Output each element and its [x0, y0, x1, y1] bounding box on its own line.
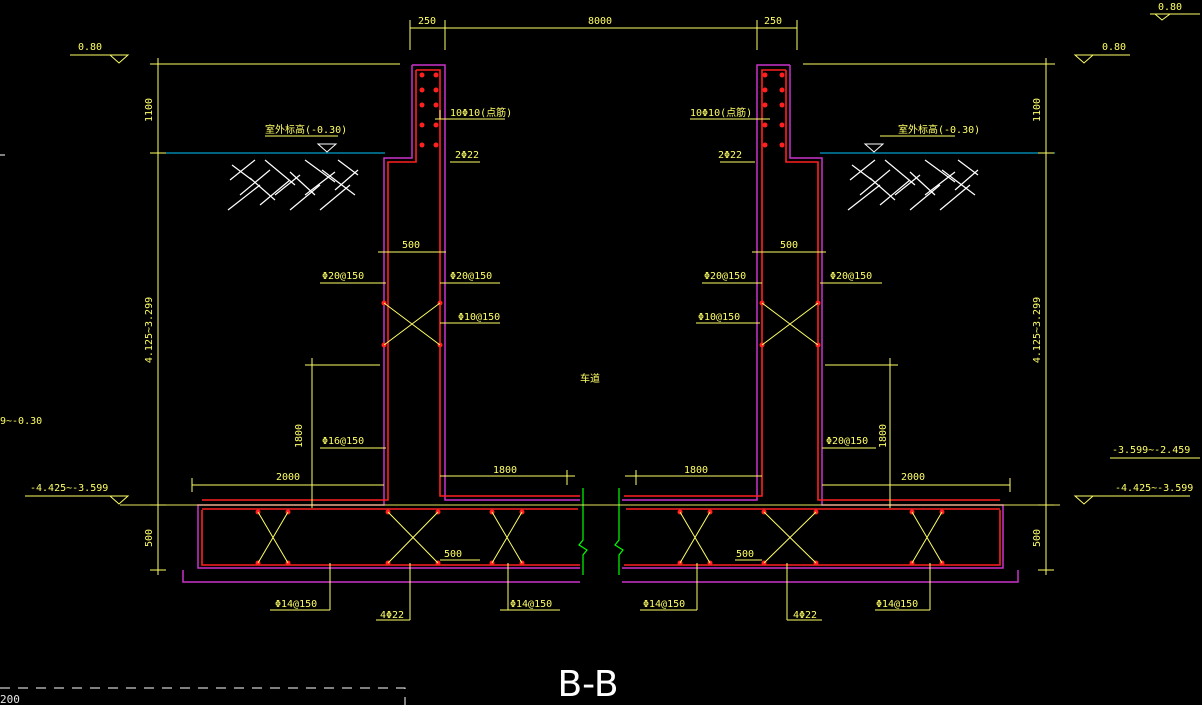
center-lane-label: 车道 [580, 372, 600, 385]
left-soil-hatch [227, 159, 359, 211]
dim-right-wall-range: 4.125~3.299 [1032, 297, 1043, 363]
rebar-left-parapet: 10Φ10(点筋) [450, 106, 512, 119]
right-soil-hatch [847, 159, 979, 211]
rebar-right-outer: Φ20@150 [830, 271, 872, 282]
elev-bottom-left-edge: 200 [0, 693, 20, 705]
rebar-right-corner: 4Φ22 [793, 610, 817, 621]
dim-right-parapet: 1100 [1032, 98, 1043, 122]
dim-right-toe: 1800 [684, 465, 708, 476]
elev-left-base: -4.425~-3.599 [30, 483, 108, 494]
rebar-lines [201, 69, 1001, 566]
elev-top-left: 0.80 [78, 42, 102, 53]
elev-top-right: 0.80 [1102, 42, 1126, 53]
rebar-left-outer: Φ20@150 [322, 271, 364, 282]
elev-left-edge: 9~-0.30 [0, 416, 42, 427]
dim-left-toe: 1800 [493, 465, 517, 476]
dim-top-span: 8000 [588, 16, 612, 27]
dimension-lines [25, 13, 1200, 621]
rebar-right-tie: Φ10@150 [698, 312, 740, 323]
dim-right-wall-width: 500 [780, 240, 798, 251]
rebar-right-parapet: 10Φ10(点筋) [690, 106, 752, 119]
dim-top-left-wall: 250 [418, 16, 436, 27]
dim-left-base-wall: 500 [444, 549, 462, 560]
section-title: B-B [557, 664, 618, 705]
elev-top-right-corner: 0.80 [1158, 2, 1182, 13]
dim-left-heel: 2000 [276, 472, 300, 483]
rebar-right-inner: Φ20@150 [704, 271, 746, 282]
dim-left-wall-range: 4.125~3.299 [144, 297, 155, 363]
rebar-right-footing-b: Φ14@150 [876, 599, 918, 610]
rebar-left-tie: Φ10@150 [458, 312, 500, 323]
rebar-right-haunch: Φ20@150 [826, 436, 868, 447]
dim-right-haunch: 1800 [878, 424, 889, 448]
elev-right-base: -4.425~-3.599 [1115, 483, 1193, 494]
elev-right-grade: 室外标高(-0.30) [898, 123, 980, 136]
elev-right-mid: -3.599~-2.459 [1112, 445, 1190, 456]
dim-top-right-wall: 250 [764, 16, 782, 27]
dim-left-wall-width: 500 [402, 240, 420, 251]
rebar-left-footing-a: Φ14@150 [275, 599, 317, 610]
rebar-right-footing-a: Φ14@150 [643, 599, 685, 610]
rebar-left-inner: Φ20@150 [450, 271, 492, 282]
dim-left-footing: 500 [144, 529, 155, 547]
cross-ties [257, 302, 943, 564]
elevation-markers [108, 13, 1172, 505]
rebar-dots [255, 72, 945, 566]
dim-left-parapet: 1100 [144, 98, 155, 122]
dim-right-base-wall: 500 [736, 549, 754, 560]
rebar-left-footing-b: Φ14@150 [510, 599, 552, 610]
rebar-left-corner: 4Φ22 [380, 610, 404, 621]
rebar-left-top: 2Φ22 [455, 150, 479, 161]
rebar-left-haunch: Φ16@150 [322, 436, 364, 447]
break-lines [578, 488, 624, 575]
concrete-outline [182, 64, 1019, 583]
dim-right-heel: 2000 [901, 472, 925, 483]
dashed-line [0, 687, 406, 705]
elev-left-grade: 室外标高(-0.30) [265, 123, 347, 136]
dim-right-footing: 500 [1032, 529, 1043, 547]
rebar-right-top: 2Φ22 [718, 150, 742, 161]
dim-left-haunch: 1800 [294, 424, 305, 448]
